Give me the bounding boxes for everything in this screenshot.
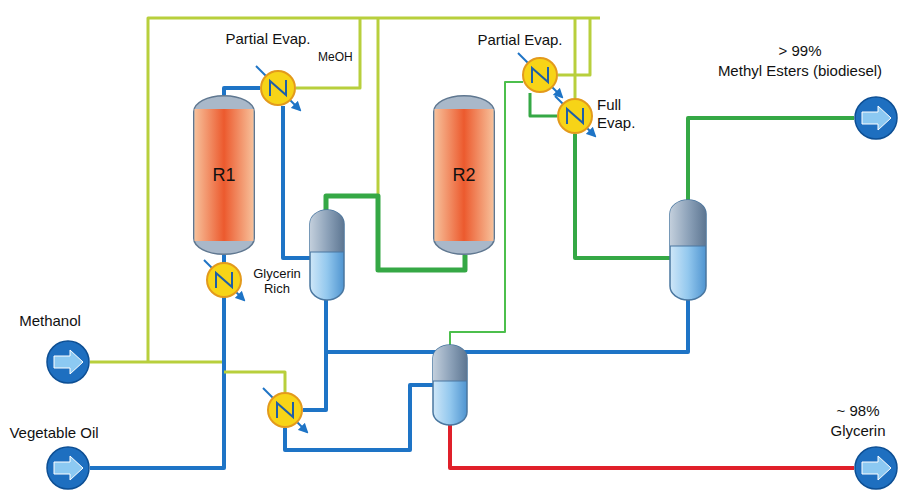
reactor-label-box: R1 [193,95,255,255]
exchanger-body [261,71,295,105]
exchanger-coil [216,272,232,288]
stream-terminal: Methanol [46,340,90,384]
label-holder: > 99% [720,42,880,60]
reactor-label-box: R2 [433,95,495,255]
glycerin-line [450,425,854,468]
node-shape [46,446,90,490]
stream-terminal: Vegetable Oil [46,446,90,490]
heat-exchanger: Full Evap. [557,98,593,134]
process-line [303,300,326,410]
exchanger-coil [270,80,286,96]
liquid-level [433,381,467,382]
label-holder: Full Evap. [597,96,645,132]
label-holder: Vegetable Oil [4,424,104,442]
reactor-vessel: R2 [433,95,495,255]
methanol-line [574,18,577,98]
utility-arrow [256,66,300,110]
node-shape [854,96,898,140]
exchanger-coil [277,402,293,418]
utility-arrow [263,388,307,432]
exchanger-body [558,99,592,133]
stream-label: > 99% [720,42,880,60]
label-holder: MeOH [318,50,362,64]
separator-vessel [433,345,467,425]
node-shape [46,340,90,384]
reactor-bed [435,109,494,241]
methanol-line [377,18,380,196]
utility-arrow [555,96,595,136]
label-holder: Methyl Esters (biodiesel) [700,62,900,80]
separator-vapor [310,210,344,252]
stream-label: Methanol [0,312,100,330]
flow-connector [575,118,854,258]
stream-label: Vegetable Oil [4,424,104,442]
heat-exchanger: Partial Evap. [260,70,296,106]
separator-vapor [433,345,467,381]
heat-exchanger: Partial Evap. [522,57,558,93]
terminal-circle [47,447,89,489]
reactor-label: R2 [452,166,475,184]
label-holder: Partial Evap. [188,30,348,48]
heat-exchanger [268,393,302,427]
stream-label: ~ 98% [808,402,908,420]
methanol-line [148,18,600,362]
node-shape [557,98,593,134]
separator-vapor [670,200,706,246]
flow-connector [224,88,260,95]
terminal-circle [855,97,897,139]
label-holder: Glycerin Rich [246,266,308,296]
methanol-line [224,372,285,392]
stream-note: Glycerin Rich [246,266,308,296]
node-shape [854,446,898,490]
liquid-level [310,252,344,253]
stream-label: Partial Evap. [440,31,600,49]
label-holder: ~ 98% [808,402,908,420]
stream-label: Full Evap. [597,96,645,132]
reactor-bed [195,109,254,241]
exchanger-coil [567,108,583,124]
process-line [283,106,310,258]
utility-arrow [204,260,244,300]
label-holder: Partial Evap. [440,31,600,49]
stream-terminal: ~ 98%Glycerin [854,446,898,490]
exchanger-body [523,58,557,92]
stream-terminal: > 99%Methyl Esters (biodiesel) [854,96,898,140]
label-holder: Methanol [0,312,100,330]
flow-connector [90,255,224,468]
process-line [285,385,433,450]
label-holder: Glycerin [808,422,908,440]
terminal-circle [47,341,89,383]
heat-exchanger [207,263,241,297]
terminal-arrow [862,456,891,480]
exchanger-coil [532,67,548,83]
separator-vessel [670,200,706,300]
reactor-shell [194,96,255,255]
reactor-vessel: R1 [193,95,255,255]
terminal-arrow [862,106,891,130]
stream-note: MeOH [318,50,362,64]
utility-arrow [518,53,562,97]
separator-vessel [310,210,344,300]
node-shape [260,70,296,106]
terminal-circle [855,447,897,489]
stream-label: Partial Evap. [188,30,348,48]
liquid-level [670,246,706,247]
terminal-arrow [54,350,83,374]
reactor-shell [434,96,495,255]
flow-connector [90,255,224,362]
node-shape [522,57,558,93]
terminal-arrow [54,456,83,480]
reactor-label: R1 [212,166,235,184]
stream-label: Glycerin [808,422,908,440]
process-line [326,300,688,352]
stream-label: Methyl Esters (biodiesel) [700,62,900,80]
flow-connector [530,93,557,116]
